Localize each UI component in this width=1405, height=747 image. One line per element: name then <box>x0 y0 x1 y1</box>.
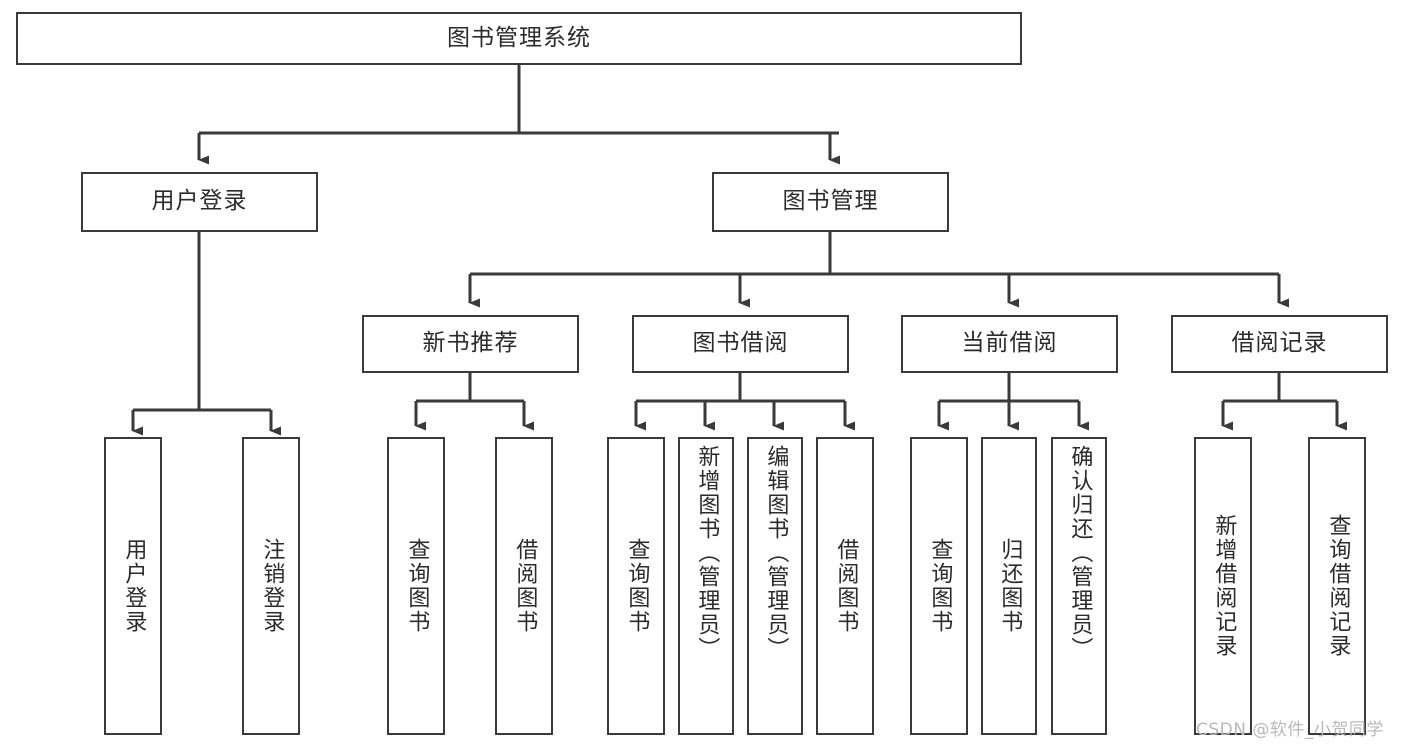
node-leaf-edit-book-label: 编辑图书（管理员） <box>763 445 789 661</box>
node-current-borrow-label: 当前借阅 <box>961 330 1058 357</box>
node-leaf-user-login[interactable]: 用户登录 <box>104 437 162 735</box>
node-leaf-query-book-3[interactable]: 查询图书 <box>910 437 968 735</box>
node-leaf-logout-label: 注销登录 <box>259 538 285 634</box>
node-borrow-record[interactable]: 借阅记录 <box>1171 315 1388 373</box>
node-leaf-query-book-1[interactable]: 查询图书 <box>387 437 445 735</box>
node-current-borrow[interactable]: 当前借阅 <box>901 315 1118 373</box>
node-leaf-query-book-2[interactable]: 查询图书 <box>607 437 665 735</box>
csdn-watermark: CSDN @软件_小贺同学 <box>1196 720 1384 740</box>
node-leaf-confirm-return[interactable]: 确认归还（管理员） <box>1051 437 1107 735</box>
node-leaf-return-book[interactable]: 归还图书 <box>981 437 1037 735</box>
node-book-borrow[interactable]: 图书借阅 <box>632 315 849 373</box>
node-leaf-borrow-book-2-label: 借阅图书 <box>833 538 859 634</box>
node-borrow-record-label: 借阅记录 <box>1231 330 1328 357</box>
node-leaf-query-record[interactable]: 查询借阅记录 <box>1308 437 1366 735</box>
node-leaf-add-book-label: 新增图书（管理员） <box>694 445 720 661</box>
node-leaf-query-book-2-label: 查询图书 <box>624 538 650 634</box>
node-leaf-query-record-label: 查询借阅记录 <box>1325 514 1351 658</box>
node-leaf-return-book-label: 归还图书 <box>997 538 1023 634</box>
node-leaf-user-login-label: 用户登录 <box>121 538 147 634</box>
node-root-label: 图书管理系统 <box>447 24 591 51</box>
node-leaf-query-book-3-label: 查询图书 <box>927 538 953 634</box>
node-leaf-edit-book[interactable]: 编辑图书（管理员） <box>747 437 803 735</box>
node-new-book-rec[interactable]: 新书推荐 <box>362 315 579 373</box>
node-leaf-confirm-return-label: 确认归还（管理员） <box>1067 445 1093 661</box>
node-leaf-borrow-book-1-label: 借阅图书 <box>512 538 538 634</box>
node-leaf-logout[interactable]: 注销登录 <box>242 437 300 735</box>
node-new-book-rec-label: 新书推荐 <box>422 330 519 357</box>
node-leaf-add-record-label: 新增借阅记录 <box>1211 514 1237 658</box>
node-root[interactable]: 图书管理系统 <box>16 12 1022 65</box>
node-book-manage[interactable]: 图书管理 <box>712 172 949 232</box>
node-user-login[interactable]: 用户登录 <box>81 172 318 232</box>
node-leaf-add-book[interactable]: 新增图书（管理员） <box>678 437 734 735</box>
node-leaf-query-book-1-label: 查询图书 <box>404 538 430 634</box>
node-leaf-add-record[interactable]: 新增借阅记录 <box>1194 437 1252 735</box>
node-user-login-label: 用户登录 <box>151 188 248 215</box>
node-leaf-borrow-book-1[interactable]: 借阅图书 <box>495 437 553 735</box>
node-leaf-borrow-book-2[interactable]: 借阅图书 <box>816 437 874 735</box>
node-book-manage-label: 图书管理 <box>782 188 879 215</box>
node-book-borrow-label: 图书借阅 <box>692 330 789 357</box>
